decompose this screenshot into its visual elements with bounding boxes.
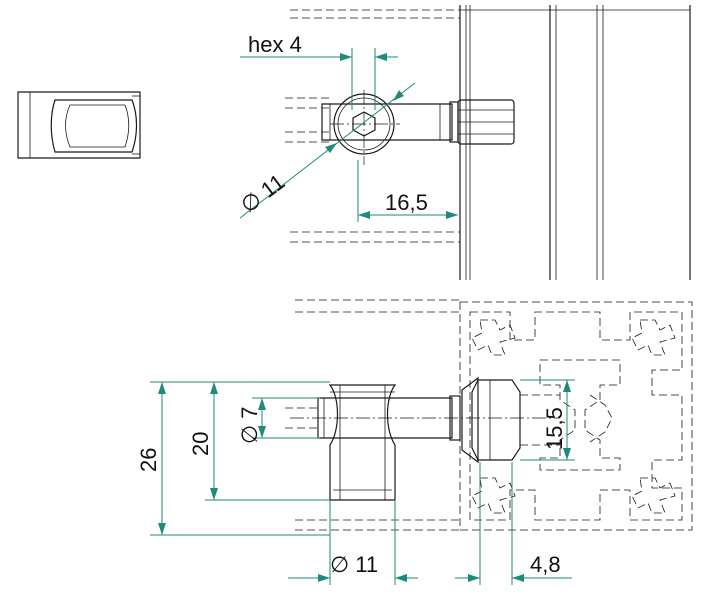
label-16-5: 16,5 [385, 190, 428, 215]
bottom-view: 26 20 ∅ 7 15,5 [136, 299, 693, 585]
top-view: hex 4 ∅ 11 16,5 [236, 5, 691, 280]
dim-4-8: 4,8 [455, 462, 572, 585]
label-26: 26 [136, 448, 161, 472]
label-dia-pin: ∅ 7 [237, 406, 262, 444]
label-20: 20 [188, 432, 213, 456]
label-4-8: 4,8 [530, 552, 561, 577]
profile-cross-section [459, 301, 693, 531]
label-15-5: 15,5 [542, 407, 567, 450]
dim-20: 20 [188, 381, 330, 501]
dim-26: 26 [136, 381, 330, 536]
connector-top [321, 90, 515, 165]
dim-16-5: 16,5 [357, 160, 458, 222]
dim-hex: hex 4 [240, 32, 398, 110]
label-dia-head: ∅ 11 [236, 169, 289, 218]
dim-dia-body: ∅ 11 [288, 500, 418, 585]
dim-15-5: 15,5 [520, 379, 575, 461]
connector-side [290, 376, 560, 501]
connector-end-view [17, 91, 141, 159]
dim-dia-pin: ∅ 7 [237, 397, 320, 444]
label-hex: hex 4 [248, 32, 302, 57]
label-dia-body: ∅ 11 [330, 552, 378, 577]
profile-side [459, 5, 691, 280]
